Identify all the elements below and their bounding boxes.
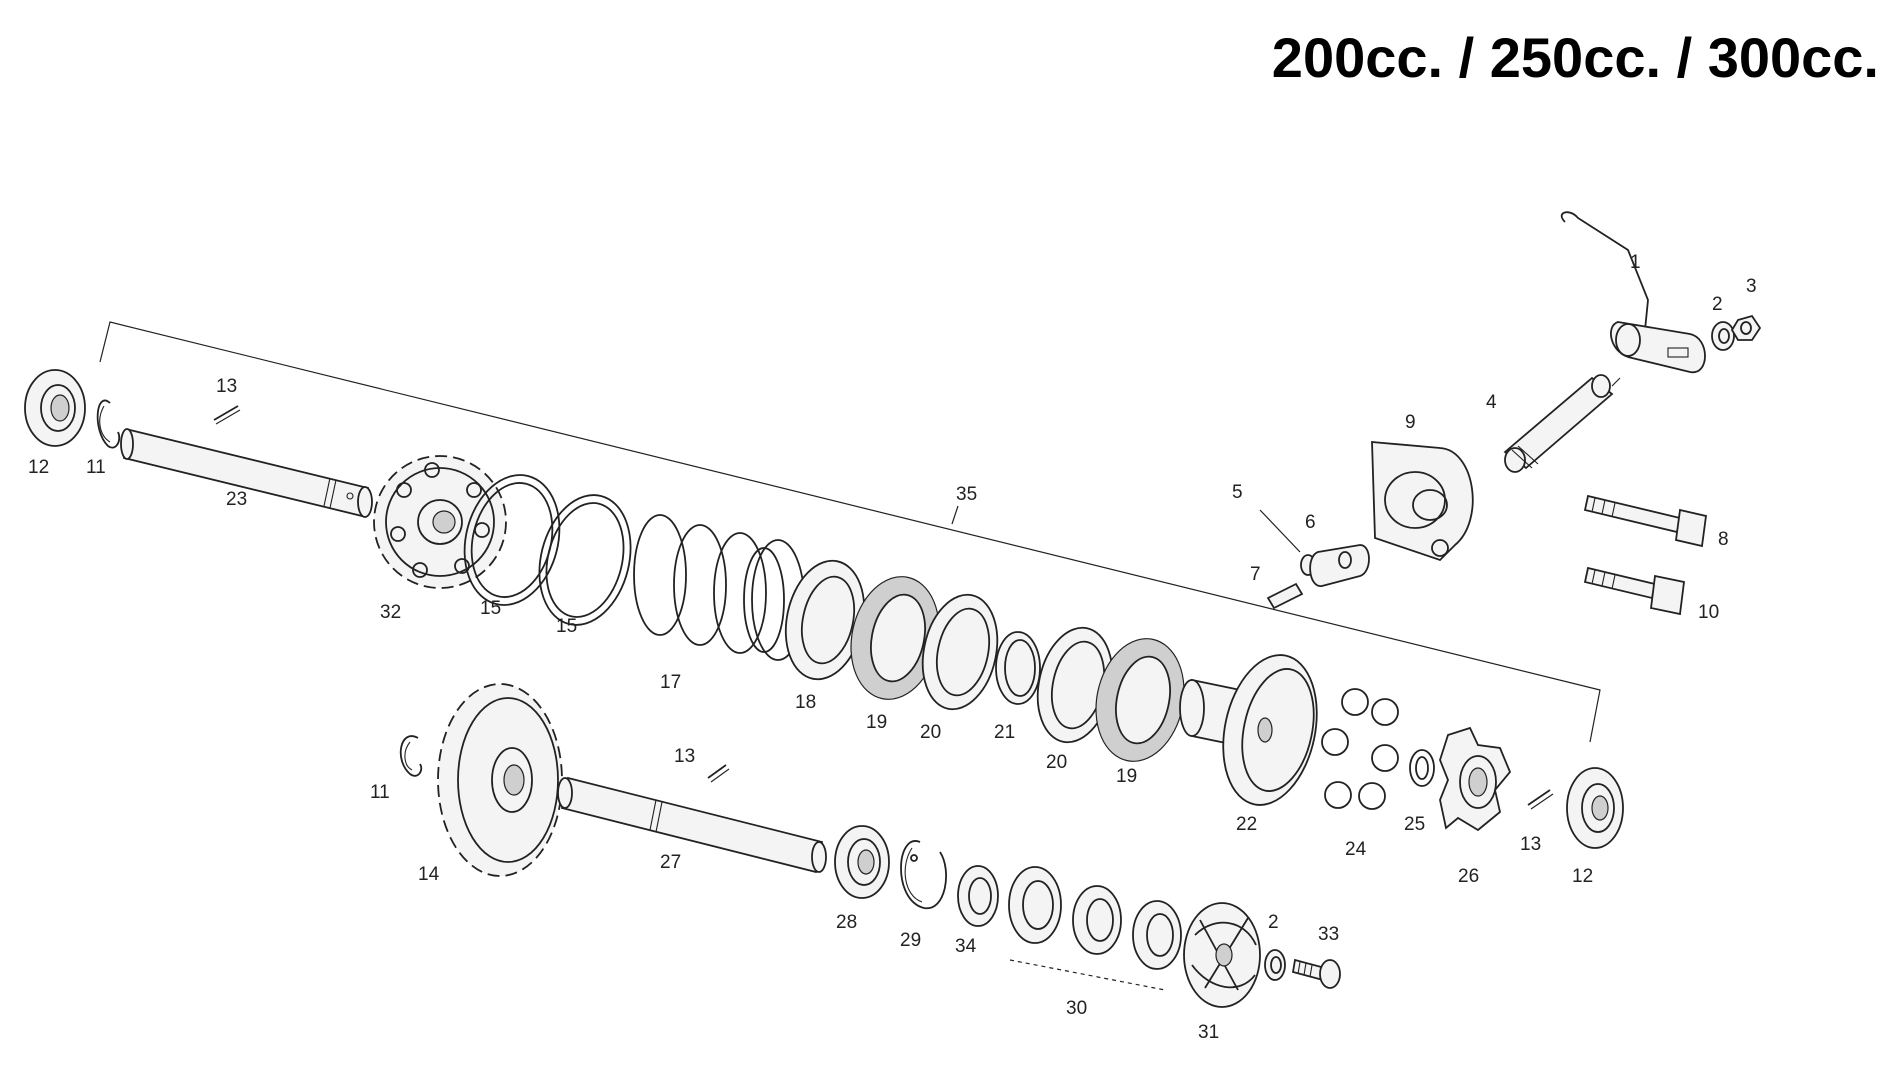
part-8-bolt	[1583, 494, 1708, 548]
part-6-link-plate	[1309, 544, 1370, 587]
label-30: 30	[1066, 998, 1087, 1019]
part-32-kickstart-gear	[373, 455, 507, 589]
part-14-gear	[437, 683, 563, 877]
part-11-circlip-left	[96, 399, 121, 449]
label-19-a: 19	[866, 712, 887, 733]
label-29: 29	[900, 930, 921, 951]
part-20-washer-a	[921, 593, 999, 711]
part-19-thrust-bearing-a	[850, 576, 940, 700]
part-24-balls	[1321, 688, 1399, 810]
label-18: 18	[795, 692, 816, 713]
label-21: 21	[994, 722, 1015, 743]
label-13-right: 13	[1520, 834, 1541, 855]
label-15-b: 15	[556, 616, 577, 637]
label-34: 34	[955, 936, 977, 957]
part-13-pin-upper	[213, 405, 241, 425]
label-7: 7	[1250, 564, 1261, 585]
label-2-lower: 2	[1268, 912, 1279, 933]
label-33: 33	[1318, 924, 1339, 945]
part-9-bracket	[1371, 441, 1474, 562]
label-9: 9	[1405, 412, 1416, 433]
label-4: 4	[1486, 392, 1497, 413]
part-30-seal-bearing-set	[1008, 866, 1182, 991]
label-12-right: 12	[1572, 866, 1593, 887]
part-22-ratchet-drum	[1179, 654, 1318, 806]
bracket-leader-35	[951, 505, 959, 525]
part-25-small-ring	[1409, 749, 1435, 787]
part-1-lever-arm	[1610, 321, 1706, 373]
label-24: 24	[1345, 839, 1367, 860]
part-29-circlip	[900, 840, 947, 909]
label-11-left: 11	[86, 457, 106, 478]
label-6: 6	[1305, 512, 1316, 533]
part-27-pump-shaft	[557, 776, 827, 874]
part-28-bearing	[834, 825, 890, 899]
label-20-a: 20	[920, 722, 941, 743]
part-17-spring	[633, 514, 805, 661]
label-10: 10	[1698, 602, 1719, 623]
label-1: 1	[1630, 252, 1641, 273]
label-25: 25	[1404, 814, 1425, 835]
part-3-nut	[1730, 314, 1762, 341]
part-15-washer-b	[538, 494, 632, 626]
label-35: 35	[956, 484, 977, 505]
part-26-ratchet-gear	[1439, 726, 1512, 832]
page-title: 200cc. / 250cc. / 300cc.	[1271, 26, 1879, 89]
label-31: 31	[1198, 1022, 1219, 1043]
assembly-bracket-line	[99, 321, 1601, 743]
label-22: 22	[1236, 814, 1257, 835]
part-33-bolt	[1291, 958, 1341, 989]
label-19-b: 19	[1116, 766, 1137, 787]
part-2-washer-upper	[1711, 321, 1735, 351]
label-17: 17	[660, 672, 681, 693]
label-3: 3	[1746, 276, 1757, 297]
part-2-washer-lower	[1264, 949, 1286, 981]
label-32: 32	[380, 602, 401, 623]
part-12-bearing-left	[24, 369, 86, 447]
label-11-lower: 11	[370, 782, 390, 803]
part-31-impeller	[1183, 902, 1261, 1008]
label-14: 14	[418, 864, 440, 885]
label-23: 23	[226, 489, 247, 510]
part-21-ring	[995, 631, 1041, 705]
part-10-bolt	[1583, 566, 1685, 616]
label-20-b: 20	[1046, 752, 1067, 773]
part-13-pin-right	[1527, 789, 1554, 810]
part-23-kickstart-shaft	[120, 428, 373, 518]
label-5: 5	[1232, 482, 1243, 503]
part-7-pin	[1266, 582, 1304, 610]
label-15-a: 15	[480, 598, 501, 619]
label-27: 27	[660, 852, 681, 873]
label-13-upper: 13	[216, 376, 237, 397]
part-34-washer	[957, 865, 999, 927]
label-26: 26	[1458, 866, 1479, 887]
part-12-bearing-right	[1566, 767, 1624, 849]
part-11-circlip-lower	[399, 735, 423, 777]
label-28: 28	[836, 912, 857, 933]
label-8: 8	[1718, 529, 1729, 550]
part-13-pin-lower	[707, 764, 730, 783]
part-1-wire-spring	[1560, 211, 1649, 331]
label-12-left: 12	[28, 457, 49, 478]
label-2-upper: 2	[1712, 294, 1723, 315]
part-4-shaft	[1503, 374, 1621, 473]
label-13-lower: 13	[674, 746, 695, 767]
